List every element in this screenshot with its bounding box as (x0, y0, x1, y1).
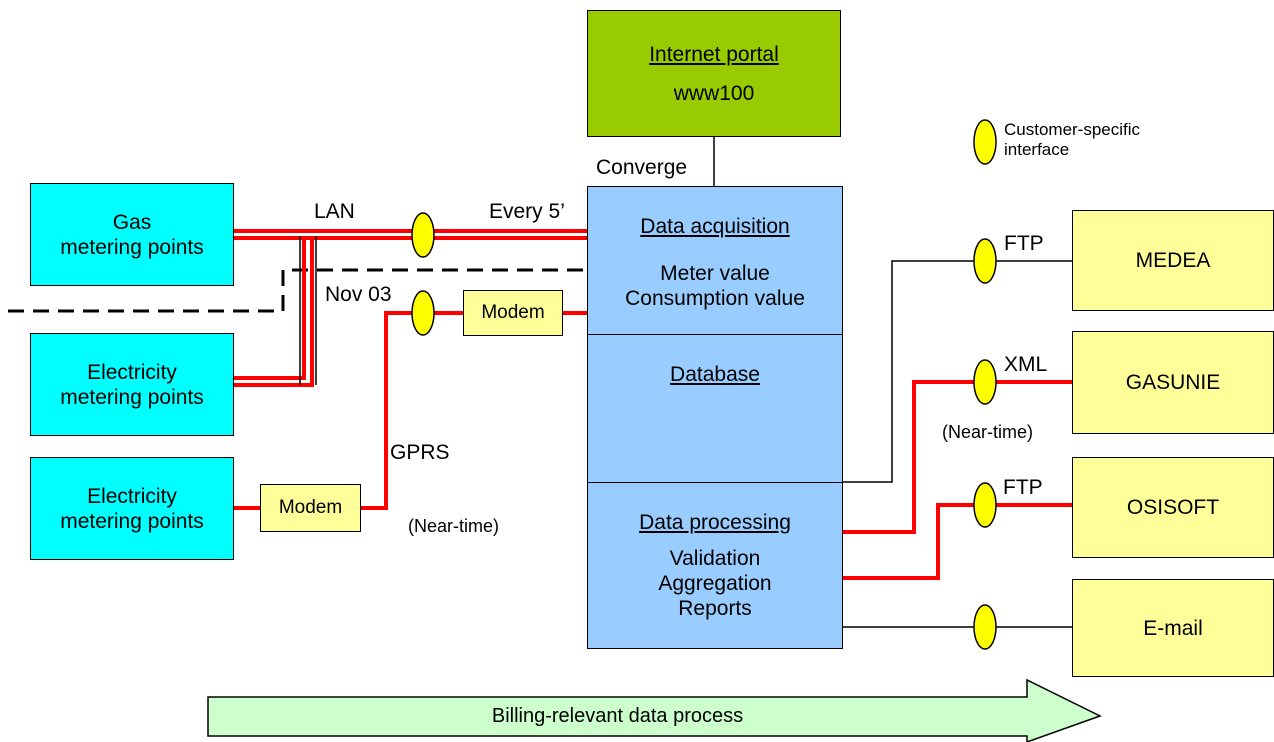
every5-label: Every 5’ (489, 200, 565, 223)
interface-marker-email (973, 604, 997, 650)
interface-marker-medea (973, 238, 997, 284)
gasunie-link (843, 380, 1072, 534)
gas-metering-points-box: Gas metering points (30, 183, 234, 286)
gasunie-note-label: (Near-time) (942, 422, 1034, 442)
database-box: Database (587, 334, 843, 484)
acquisition-line-2: Consumption value (625, 287, 805, 310)
portal-subtitle: www100 (673, 81, 755, 105)
source-line-1: Gas (112, 210, 152, 234)
data-acquisition-box: Data acquisition Meter value Consumption… (587, 186, 843, 336)
medea-protocol-label: FTP (1004, 232, 1044, 255)
data-processing-box: Data processing Validation Aggregation R… (587, 482, 843, 649)
interface-marker-osisoft (973, 482, 997, 528)
modem-box-top: Modem (463, 290, 563, 336)
nov03-label: Nov 03 (325, 283, 392, 306)
electricity-metering-points-box-1: Electricity metering points (30, 333, 234, 436)
osisoft-box: OSISOFT (1072, 457, 1274, 558)
osisoft-link (843, 503, 1072, 580)
converge-label: Converge (596, 156, 688, 179)
osisoft-protocol-label: FTP (1003, 476, 1043, 499)
electricity-lan-link-a (234, 238, 306, 380)
interface-marker-gprs (411, 290, 435, 336)
interface-marker-gasunie (973, 359, 997, 405)
source-line-2: metering points (60, 235, 204, 259)
gasunie-box: GASUNIE (1072, 331, 1274, 434)
lan-label: LAN (314, 200, 355, 223)
processing-line-3: Reports (678, 597, 752, 620)
legend-text: Customer-specific interface (1004, 120, 1140, 160)
source-line-2: metering points (60, 385, 204, 409)
gasunie-protocol-label: XML (1004, 353, 1048, 376)
medea-box: MEDEA (1072, 210, 1274, 311)
electricity-lan-link-b (234, 238, 314, 387)
legend-line-1: Customer-specific (1004, 120, 1141, 139)
process-arrow-label: Billing-relevant data process (491, 705, 744, 727)
gprs-label: GPRS (390, 441, 450, 464)
source-line-1: Electricity (87, 484, 177, 508)
legend-line-2: interface (1004, 140, 1070, 159)
email-box: E-mail (1072, 579, 1274, 677)
gprs-link (361, 311, 463, 510)
acquisition-title: Data acquisition (640, 215, 790, 238)
database-title: Database (670, 363, 760, 386)
electricity-metering-points-box-2: Electricity metering points (30, 457, 234, 560)
processing-line-2: Aggregation (658, 572, 772, 595)
process-arrow (207, 678, 1102, 742)
near-time-left-label: (Near-time) (408, 516, 500, 536)
source-line-1: Electricity (87, 360, 177, 384)
portal-title: Internet portal (649, 42, 779, 66)
internet-portal-box: Internet portal www100 (587, 10, 841, 137)
interface-marker-lan (411, 212, 435, 258)
interface-marker-legend (973, 119, 997, 165)
processing-line-1: Validation (669, 547, 761, 570)
boundary-dashed-line (8, 268, 590, 313)
source-line-2: metering points (60, 509, 204, 533)
processing-title: Data processing (639, 511, 791, 534)
modem-box-bottom: Modem (260, 484, 361, 532)
acquisition-line-1: Meter value (660, 262, 770, 285)
